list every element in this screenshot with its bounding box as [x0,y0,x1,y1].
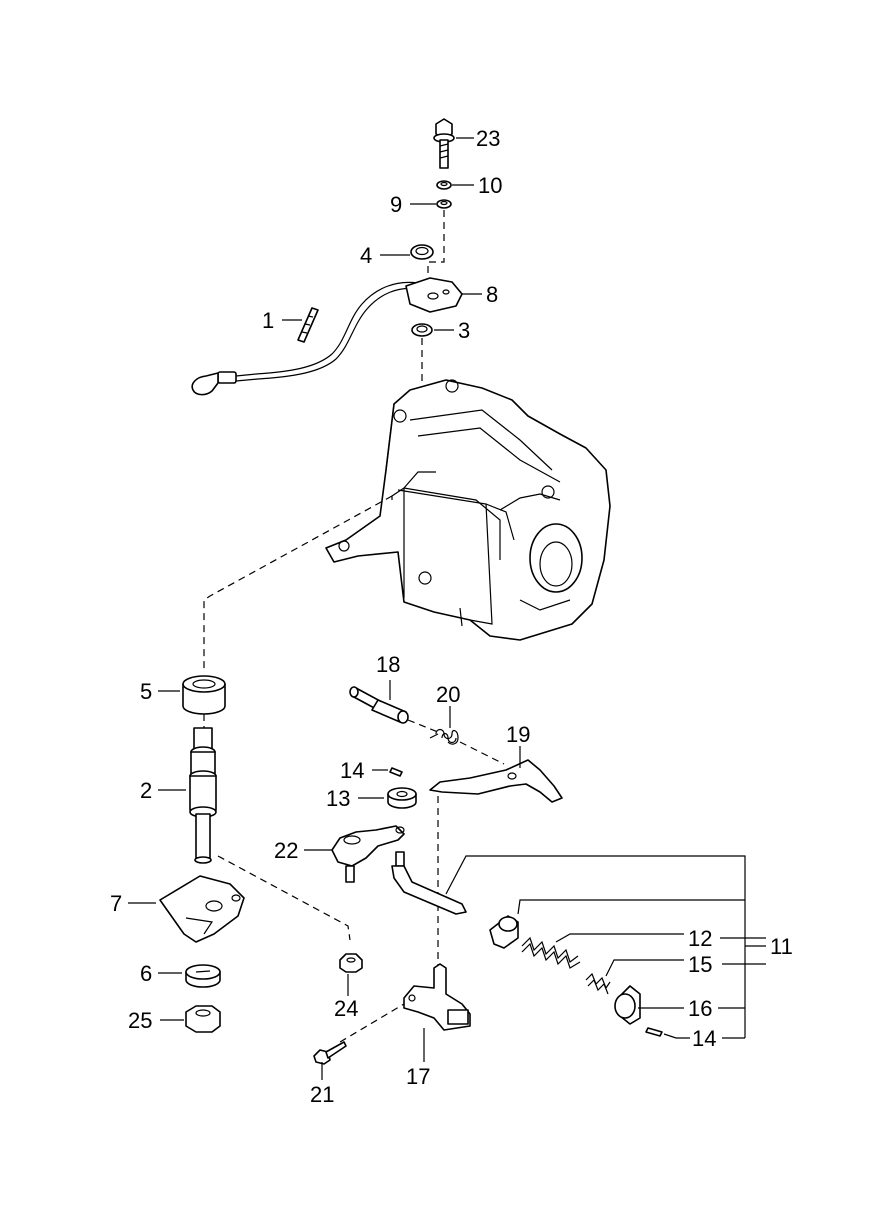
callout-13: 13 [326,786,350,811]
callout-11: 11 [770,934,793,959]
nut-part-24 [339,953,363,973]
detent-plate-part-7 [159,875,245,943]
callout-23: 23 [476,126,500,151]
grommet-part-4 [410,244,434,260]
callout-14-lower: 14 [692,1026,716,1051]
callout-9: 9 [390,192,402,217]
callout-1: 1 [262,308,274,333]
washer-part-10 [436,180,452,190]
pin-part-14-upper [389,767,403,777]
plug-part-6 [185,964,221,988]
callout-labels: 23 10 9 4 8 1 3 18 20 19 5 14 13 2 22 7 … [110,126,793,1107]
arm-part-22 [331,825,405,883]
callout-2: 2 [140,778,152,803]
callout-10: 10 [478,173,502,198]
callout-20: 20 [436,682,460,707]
shaft-part-2 [189,727,217,864]
detent-rod-part-11 [391,851,467,915]
clip-part-1 [297,307,319,343]
callout-24: 24 [334,996,358,1021]
callout-6: 6 [140,961,152,986]
plunger-part-11 [489,915,519,949]
assembly-bracket-11 [445,855,766,1039]
spring-part-20 [429,728,459,745]
callout-4: 4 [360,243,372,268]
bolt-part-23 [433,118,455,169]
callout-19: 19 [506,722,530,747]
callout-18: 18 [376,652,400,677]
callout-21: 21 [310,1082,334,1107]
callout-15: 15 [688,952,712,977]
washer-part-9 [436,199,452,209]
callout-25: 25 [128,1008,152,1033]
bolt-part-21 [313,1041,347,1065]
callout-8: 8 [486,282,498,307]
spring-part-12 [521,936,581,969]
seal-part-3 [411,323,433,337]
callout-12: 12 [688,926,712,951]
nut-part-25 [185,1005,221,1033]
pin-part-14-lower [645,1027,663,1037]
cable-bracket-part-8 [191,277,463,396]
callout-7: 7 [110,891,122,916]
roller-part-16 [614,985,641,1025]
callout-22: 22 [274,838,298,863]
callout-16: 16 [688,996,712,1021]
pin-part-18 [349,686,409,724]
transaxle-case [325,379,611,641]
roller-part-13 [387,787,417,809]
lever-part-19 [429,759,563,803]
callout-17: 17 [406,1064,430,1089]
callout-5: 5 [140,679,152,704]
spring-part-15 [585,972,611,995]
callout-3: 3 [458,318,470,343]
callout-14-upper: 14 [340,758,364,783]
bracket-part-17 [403,963,471,1031]
bushing-part-5 [182,675,226,715]
